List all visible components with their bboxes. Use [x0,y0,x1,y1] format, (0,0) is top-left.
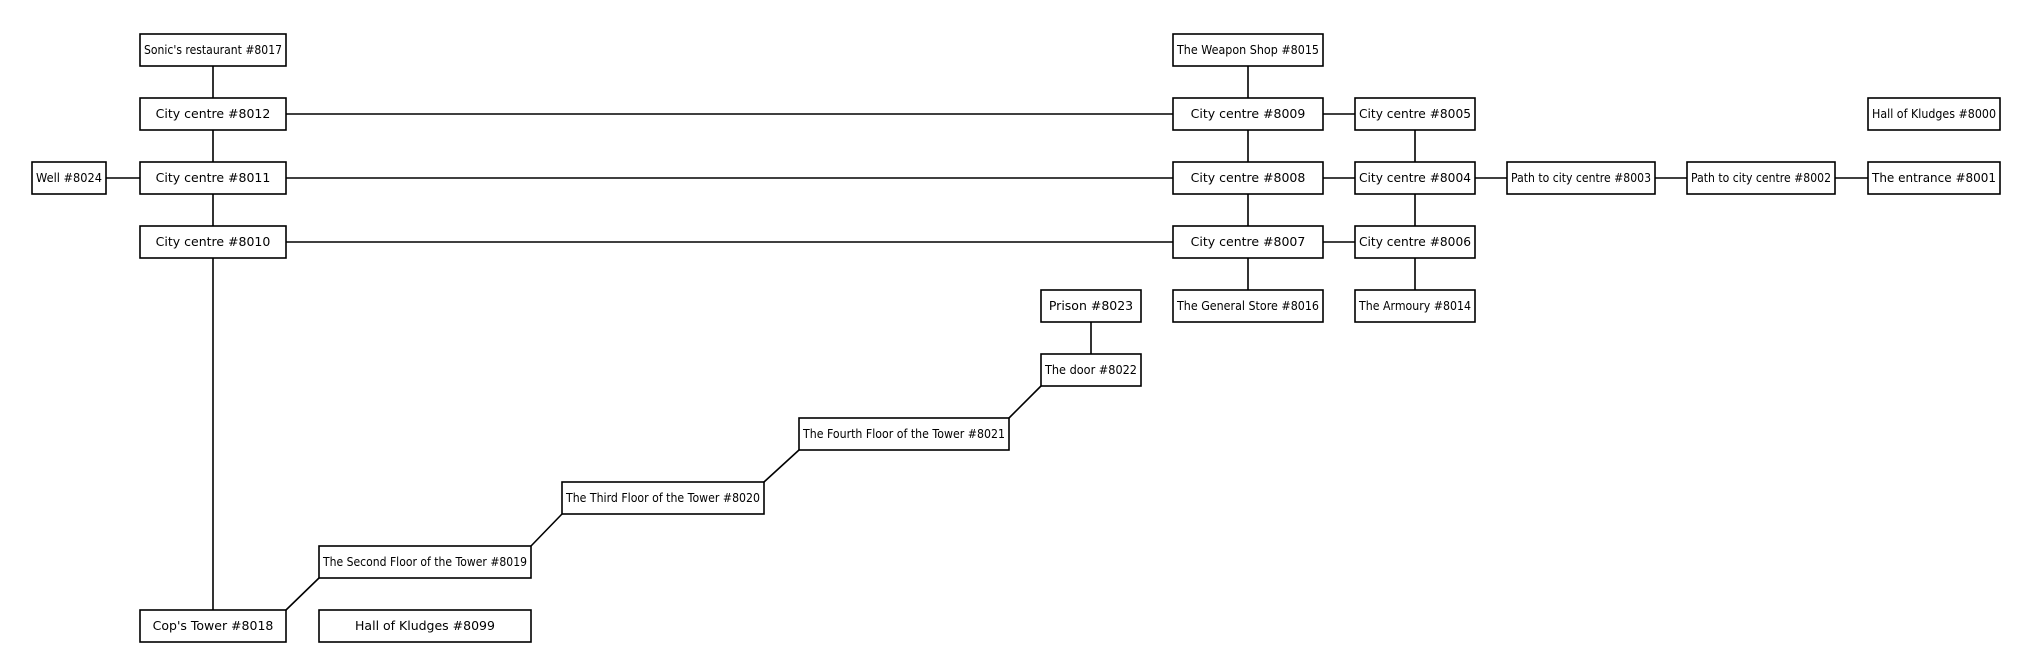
room-node-8016: The General Store #8016 [1172,289,1324,323]
room-box [139,33,287,67]
room-box [1172,97,1324,131]
room-label: Well #8024 [36,170,102,185]
room-node-8005: City centre #8005 [1354,97,1476,131]
room-label: City centre #8011 [156,170,271,185]
room-label: Hall of Kludges #8099 [355,618,495,633]
room-label: The Third Floor of the Tower #8020 [565,490,760,505]
room-label: The Second Floor of the Tower #8019 [322,554,527,569]
connections [106,66,1868,611]
room-box [318,609,532,643]
room-node-8001: The entrance #8001 [1867,161,2001,195]
room-node-8017: Sonic's restaurant #8017 [139,33,287,67]
room-label: Prison #8023 [1049,298,1133,313]
room-label: City centre #8007 [1191,234,1306,249]
room-node-8007: City centre #8007 [1172,225,1324,259]
room-box [1867,97,2001,131]
room-box [1686,161,1836,195]
room-node-8010: City centre #8010 [139,225,287,259]
room-node-8002: Path to city centre #8002 [1686,161,1836,195]
room-node-8006: City centre #8006 [1354,225,1476,259]
edge-8019-8018 [285,577,320,611]
room-node-8011: City centre #8011 [139,161,287,195]
room-box [561,481,765,515]
room-box [798,417,1010,451]
room-box [139,97,287,131]
room-node-8003: Path to city centre #8003 [1506,161,1656,195]
room-box [1506,161,1656,195]
room-box [1172,289,1324,323]
room-label: Path to city centre #8003 [1511,170,1651,185]
room-box [1354,97,1476,131]
room-label: Cop's Tower #8018 [153,618,274,633]
room-box [1172,225,1324,259]
room-box [1867,161,2001,195]
room-node-8004: City centre #8004 [1354,161,1476,195]
room-box [1040,289,1142,323]
room-box [139,225,287,259]
room-node-8000: Hall of Kludges #8000 [1867,97,2001,131]
room-label: The entrance #8001 [1871,170,1996,185]
room-label: The door #8022 [1044,362,1137,377]
room-node-8019: The Second Floor of the Tower #8019 [318,545,532,579]
room-node-8015: The Weapon Shop #8015 [1172,33,1324,67]
room-box [1354,161,1476,195]
edge-8021-8020 [763,449,800,483]
room-box [1354,225,1476,259]
room-node-8099: Hall of Kludges #8099 [318,609,532,643]
room-node-8018: Cop's Tower #8018 [139,609,287,643]
room-box [318,545,532,579]
room-label: City centre #8012 [156,106,271,121]
room-node-8024: Well #8024 [31,161,107,195]
room-node-8020: The Third Floor of the Tower #8020 [561,481,765,515]
room-label: City centre #8008 [1191,170,1306,185]
room-label: City centre #8009 [1191,106,1306,121]
room-label: City centre #8006 [1359,234,1471,249]
room-label: City centre #8005 [1359,106,1471,121]
room-label: The Weapon Shop #8015 [1176,42,1319,57]
room-node-8008: City centre #8008 [1172,161,1324,195]
room-box [31,161,107,195]
room-label: City centre #8010 [156,234,271,249]
room-label: Path to city centre #8002 [1691,170,1831,185]
room-box [1040,353,1142,387]
edge-8022-8021 [1008,385,1042,419]
room-box [139,609,287,643]
room-label: The General Store #8016 [1176,298,1319,313]
room-node-8022: The door #8022 [1040,353,1142,387]
edge-8020-8019 [530,513,563,547]
room-box [1354,289,1476,323]
room-label: Hall of Kludges #8000 [1872,106,1996,121]
room-label: The Fourth Floor of the Tower #8021 [802,426,1005,441]
room-node-8014: The Armoury #8014 [1354,289,1476,323]
room-box [1172,33,1324,67]
room-node-8023: Prison #8023 [1040,289,1142,323]
room-label: The Armoury #8014 [1358,298,1471,313]
room-node-8021: The Fourth Floor of the Tower #8021 [798,417,1010,451]
room-label: Sonic's restaurant #8017 [144,42,282,57]
room-box [1172,161,1324,195]
room-box [139,161,287,195]
room-label: City centre #8004 [1359,170,1471,185]
room-node-8009: City centre #8009 [1172,97,1324,131]
room-node-8012: City centre #8012 [139,97,287,131]
